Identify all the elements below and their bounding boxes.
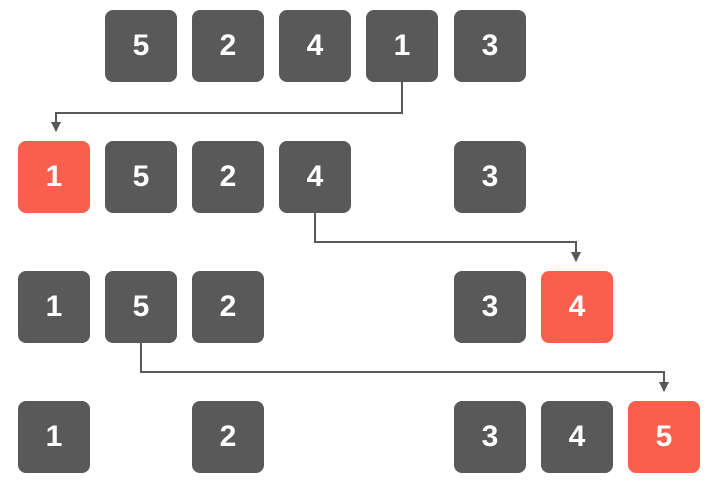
arrow-4-to-sorted (314, 213, 581, 262)
row3-tile-2: 2 (192, 271, 264, 343)
row3-tile-4-highlighted: 4 (541, 271, 613, 343)
row1-tile-4: 4 (279, 10, 351, 82)
row1-tile-1: 1 (366, 10, 438, 82)
row3-tile-3: 3 (454, 271, 526, 343)
row4-tile-2: 2 (192, 401, 264, 473)
row4-tile-1: 1 (18, 401, 90, 473)
row2-tile-1-highlighted: 1 (18, 141, 90, 213)
arrow-5-to-sorted (140, 343, 669, 392)
row4-tile-4: 4 (541, 401, 613, 473)
row2-tile-4: 4 (279, 141, 351, 213)
row3-tile-5: 5 (105, 271, 177, 343)
row4-tile-3: 3 (454, 401, 526, 473)
row3-tile-1: 1 (18, 271, 90, 343)
row1-tile-3: 3 (454, 10, 526, 82)
row1-tile-5: 5 (105, 10, 177, 82)
arrow-1-to-front (51, 82, 403, 132)
row2-tile-2: 2 (192, 141, 264, 213)
row2-tile-3: 3 (454, 141, 526, 213)
row1-tile-2: 2 (192, 10, 264, 82)
row2-tile-5: 5 (105, 141, 177, 213)
row4-tile-5-highlighted: 5 (628, 401, 700, 473)
